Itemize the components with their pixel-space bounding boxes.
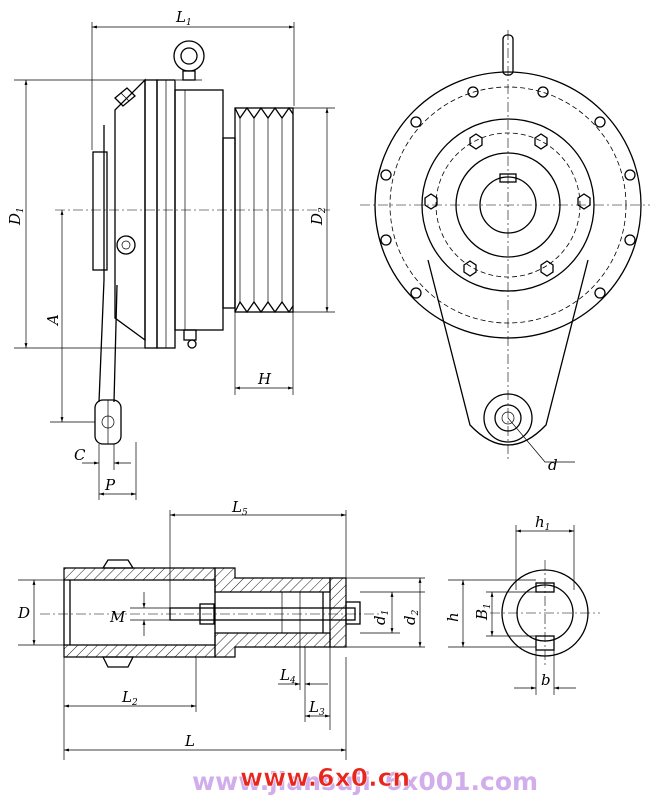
- label-L2: L2: [121, 688, 138, 708]
- label-D2: D2: [308, 207, 328, 226]
- label-h: h: [444, 612, 462, 622]
- label-M: M: [109, 608, 126, 626]
- label-h1: h1: [535, 513, 550, 533]
- watermark-brand-text: www.6x0.cn: [240, 763, 410, 792]
- keyway-section: [448, 525, 600, 695]
- label-d: d: [548, 456, 558, 474]
- label-L3: L3: [308, 698, 325, 718]
- label-C: C: [74, 446, 86, 464]
- shaft-section: [18, 510, 425, 760]
- label-d2: d2: [401, 609, 421, 625]
- label-P: P: [104, 476, 116, 494]
- label-D1: D1: [6, 207, 26, 226]
- label-D: D: [17, 604, 30, 622]
- label-H: H: [257, 370, 272, 388]
- dimension-labels: L1 D1 A D2 H C P d L5 D M d1 d2 L4 L3 L2…: [6, 8, 558, 750]
- inner-bolt-ring: [424, 133, 591, 277]
- label-A: A: [44, 314, 62, 327]
- label-B1: B1: [473, 603, 493, 621]
- side-view: [14, 22, 335, 500]
- label-L: L: [184, 732, 195, 750]
- label-L1: L1: [175, 8, 192, 28]
- front-view: [360, 30, 650, 463]
- label-L5: L5: [231, 498, 248, 518]
- label-b: b: [541, 671, 551, 689]
- outer-bolt-ring: [380, 86, 636, 299]
- label-d1: d1: [371, 610, 391, 625]
- label-L4: L4: [279, 666, 296, 686]
